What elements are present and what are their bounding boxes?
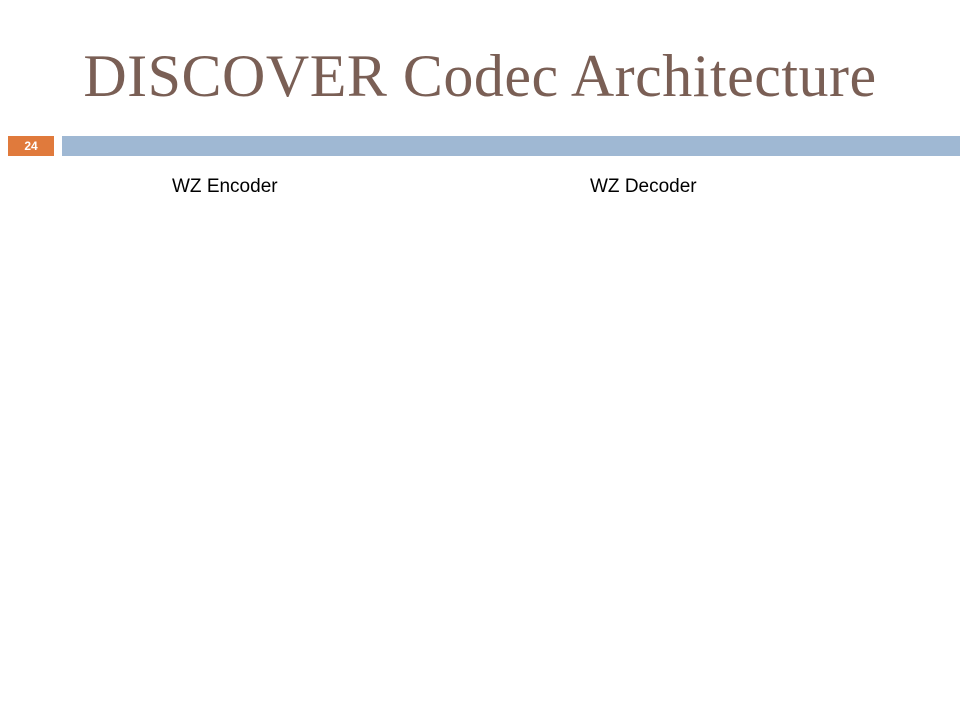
title-rule [62,136,960,156]
page-number-badge: 24 [8,136,54,156]
slide-title: DISCOVER Codec Architecture [83,43,877,109]
wz-encoder-label: WZ Encoder [172,176,278,197]
wz-decoder-label: WZ Decoder [590,176,697,197]
